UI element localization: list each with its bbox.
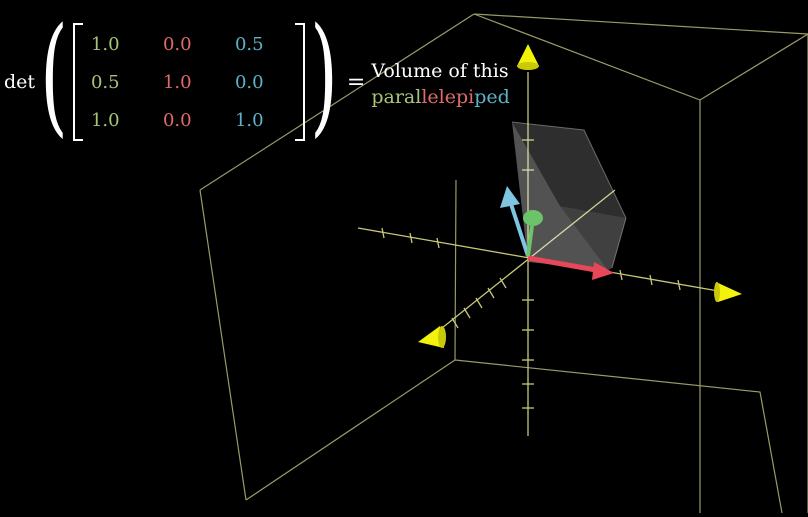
- right-paren: ): [310, 1, 338, 150]
- left-bracket: [72, 23, 83, 141]
- matrix-cell: 1.0: [162, 71, 192, 93]
- det-label: det: [4, 71, 36, 93]
- caption-part: paral: [371, 86, 422, 108]
- cube-floor-back: [245, 359, 456, 501]
- vector-k-head-icon: [500, 186, 520, 208]
- matrix-cell: 1.0: [90, 109, 120, 131]
- parallelepiped: [511, 121, 627, 270]
- y-axis-cone-icon: [517, 44, 539, 66]
- matrix-cell: 0.5: [234, 33, 264, 55]
- cube-left-vertical: [199, 189, 247, 501]
- vector-i-head-icon: [592, 262, 614, 280]
- caption-line1: Volume of this: [371, 60, 509, 82]
- cube-inner-vertical: [454, 179, 457, 361]
- equals-sign: =: [346, 69, 366, 95]
- parallelepiped-side-face: [560, 206, 626, 270]
- matrix-cell: 0.5: [90, 71, 120, 93]
- caption-part: ped: [474, 86, 510, 108]
- cube-left-top: [199, 13, 475, 191]
- cube-back-top: [473, 13, 808, 35]
- vector-j-head-icon: [523, 210, 543, 226]
- parallelepiped-front-face: [512, 122, 608, 270]
- vector-j-hat: [526, 225, 534, 257]
- x-axis-cone-icon: [716, 282, 742, 302]
- y-axis-ticks: [522, 139, 534, 409]
- basis-vectors: [500, 186, 614, 280]
- bounding-cube: [199, 13, 808, 514]
- axis-cones: [418, 44, 742, 348]
- left-paren: (: [40, 1, 68, 150]
- matrix-cell: 1.0: [234, 109, 264, 131]
- right-bracket: [294, 23, 305, 141]
- cube-floor-right: [454, 359, 783, 514]
- z-axis: [431, 189, 616, 337]
- x-axis-ticks: [381, 227, 681, 291]
- matrix-cell: 0.0: [162, 109, 192, 131]
- matrix: 1.0 0.0 0.5 0.5 1.0 0.0 1.0 0.0 1.0: [83, 25, 295, 139]
- matrix-cell: 0.0: [234, 71, 264, 93]
- vector-i-hat: [527, 255, 597, 273]
- z-axis-ticks: [451, 277, 507, 329]
- matrix-cell: 1.0: [90, 33, 120, 55]
- z-axis-cone-icon: [418, 326, 444, 348]
- matrix-cell: 0.0: [162, 33, 192, 55]
- parallelepiped-top-face: [512, 122, 626, 218]
- vector-k-hat: [509, 203, 530, 257]
- caption-part: lelepi: [421, 86, 475, 108]
